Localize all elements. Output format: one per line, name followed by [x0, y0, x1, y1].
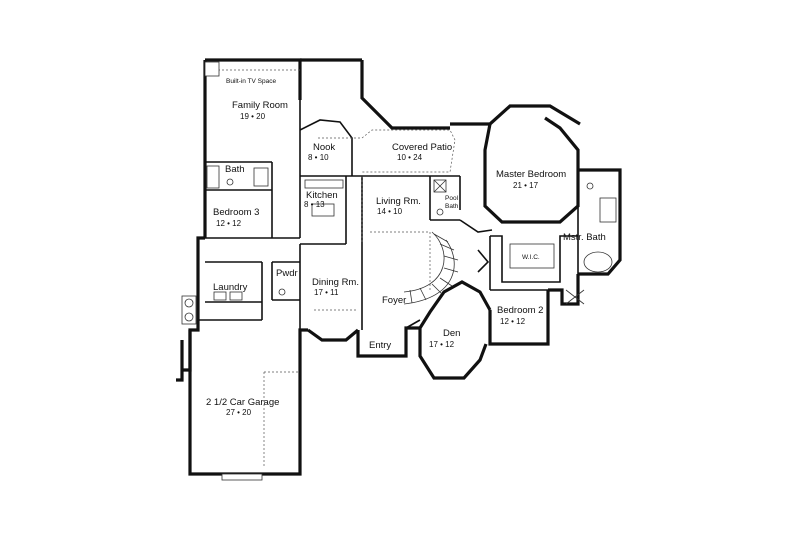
dining-room-name: Dining Rm. [312, 277, 359, 288]
curved-staircase [403, 231, 459, 305]
laundry-name: Laundry [213, 282, 248, 293]
family-room-dims: 19 • 20 [240, 112, 266, 121]
pool-bath-name-1: Pool [445, 195, 459, 202]
laundry-washer [213, 291, 227, 301]
bath-name: Bath [225, 164, 245, 175]
den-dims: 17 • 12 [429, 340, 455, 349]
mstr-bath-name: Mstr. Bath [563, 232, 606, 243]
kitchen-dims: 8 • 13 [304, 200, 325, 209]
covered-patio-dims: 10 • 24 [397, 153, 423, 162]
living-room-name: Living Rm. [376, 196, 421, 207]
exterior-walls [176, 58, 622, 476]
bedroom2-name: Bedroom 2 [497, 305, 543, 316]
garage-dims: 27 • 20 [226, 408, 252, 417]
tv-space-label: Built-in TV Space [226, 78, 276, 85]
fixtures [181, 61, 617, 481]
family-fireplace [204, 61, 220, 77]
dining-room-dims: 17 • 11 [314, 288, 339, 297]
pool-bath-name-2: Bath [445, 203, 459, 210]
powder-toilet [278, 288, 286, 296]
wic-name: W.I.C. [522, 254, 540, 261]
bedroom3-name: Bedroom 3 [213, 207, 259, 218]
room-labels: Built-in TV Space Family Room 19 • 20 No… [206, 78, 606, 417]
entry-name: Entry [369, 340, 391, 351]
interior-walls [198, 100, 579, 330]
master-tub [583, 251, 613, 273]
bath-vanity [253, 167, 269, 187]
garage-door [221, 473, 263, 481]
living-room-dims: 14 • 10 [377, 207, 403, 216]
kitchen-name: Kitchen [306, 190, 338, 201]
family-room-name: Family Room [232, 100, 288, 111]
master-bedroom-name: Master Bedroom [496, 169, 566, 180]
wic-shelf [509, 243, 555, 269]
master-shower [599, 197, 617, 223]
den-name: Den [443, 328, 460, 339]
kitchen-counter [304, 179, 344, 189]
kitchen-island [311, 203, 335, 217]
dashed-outlines [214, 69, 456, 466]
bedroom2-dims: 12 • 12 [500, 317, 526, 326]
foyer-name: Foyer [382, 295, 406, 306]
covered-patio-name: Covered Patio [392, 142, 452, 153]
nook-dims: 8 • 10 [308, 153, 329, 162]
garage-name: 2 1/2 Car Garage [206, 397, 279, 408]
bath-toilet [226, 178, 234, 186]
bath-tub [206, 165, 220, 189]
laundry-dryer [229, 291, 243, 301]
bedroom3-dims: 12 • 12 [216, 219, 242, 228]
master-bedroom-dims: 21 • 17 [513, 181, 539, 190]
nook-name: Nook [313, 142, 335, 153]
pwdr-name: Pwdr [276, 268, 298, 279]
pool-bath-toilet [436, 208, 444, 216]
